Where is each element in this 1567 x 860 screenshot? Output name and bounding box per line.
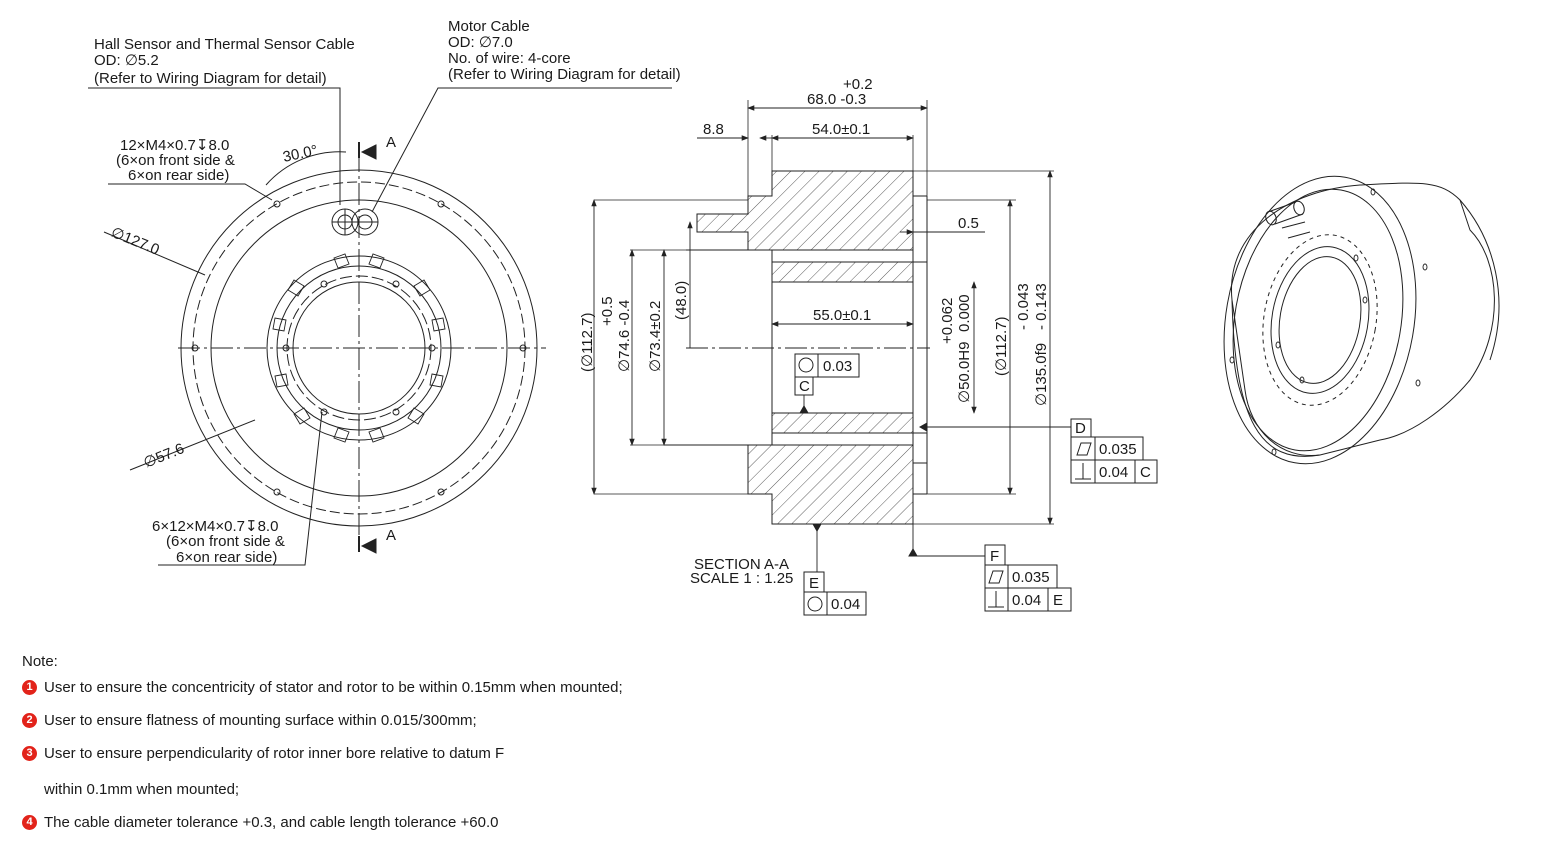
outer-dia-label: ∅127.0: [109, 224, 162, 259]
section-mark-bottom: A: [386, 527, 396, 544]
dim-gap: 0.5: [958, 215, 979, 232]
note-number-badge: 1: [22, 680, 37, 695]
section-view: [591, 100, 1071, 572]
dia-50-tol1: +0.062: [939, 298, 956, 344]
tol-e-value: 0.04: [831, 596, 860, 613]
rotor-ring-bottom: [771, 412, 914, 434]
dia-112-right: (∅112.7): [993, 317, 1010, 376]
section-scale: SCALE 1 : 1.25: [690, 570, 793, 587]
note-text: User to ensure perpendicularity of rotor…: [44, 745, 505, 762]
dia-135-tol1: - 0.043: [1015, 283, 1032, 330]
dim-left: 8.8: [703, 121, 724, 138]
tol-f-ref: E: [1053, 592, 1063, 609]
section-top-body: [696, 170, 914, 251]
hall-cable-ref: (Refer to Wiring Diagram for detail): [94, 70, 327, 87]
note-item: 4 The cable diameter tolerance +0.3, and…: [22, 815, 498, 830]
note-number-badge: 4: [22, 815, 37, 830]
tol-f-perp: 0.04: [1012, 592, 1041, 609]
tol-d-flat: 0.035: [1099, 441, 1137, 458]
rotor-ring-top: [771, 261, 914, 283]
section-title: SECTION A-A: [694, 556, 789, 573]
section-view-labels: +0.2 68.0 -0.3 8.8 54.0±0.1 0.5 55.0±0.1…: [579, 76, 1151, 613]
note-continuation: within 0.1mm when mounted;: [44, 781, 240, 798]
note-item: 3 User to ensure perpendicularity of rot…: [22, 746, 504, 761]
dim-top: 68.0 -0.3: [807, 91, 866, 108]
note-text: User to ensure flatness of mounting surf…: [44, 712, 477, 729]
dia-73: ∅73.4±0.2: [647, 301, 664, 372]
note-text: The cable diameter tolerance +0.3, and c…: [44, 814, 499, 831]
hall-cable-title: Hall Sensor and Thermal Sensor Cable: [94, 36, 355, 53]
dia-50-tol2: 0.000: [956, 294, 973, 332]
motor-cable-ref: (Refer to Wiring Diagram for detail): [448, 66, 681, 83]
iso-body-outline: [1231, 182, 1495, 457]
tol-c-value: 0.03: [823, 358, 852, 375]
motor-cable-title: Motor Cable: [448, 18, 530, 35]
tol-d-ref: C: [1140, 464, 1151, 481]
engineering-drawing: Hall Sensor and Thermal Sensor Cable OD:…: [88, 18, 1500, 616]
front-view: [88, 87, 672, 566]
holes-bottom-line3: 6×on rear side): [176, 549, 277, 566]
inner-dia-label: ∅57.6: [141, 440, 187, 472]
note-item: 2 User to ensure flatness of mounting su…: [22, 713, 477, 728]
angle-label: 30.0°: [281, 142, 319, 166]
dia-135-tol2: - 0.143: [1033, 283, 1050, 330]
dia-74-tol: +0.5: [599, 296, 616, 326]
holes-bottom-line2: (6×on front side &: [166, 533, 285, 550]
dia-48: (48.0): [673, 281, 690, 320]
dia-135: ∅135.0f9: [1033, 343, 1050, 406]
dia-112-left: (∅112.7): [579, 313, 596, 372]
dim-mid: 54.0±0.1: [812, 121, 870, 138]
datum-f: F: [990, 548, 999, 565]
dia-74: ∅74.6 -0.4: [616, 300, 633, 372]
holes-top-line3: 6×on rear side): [128, 167, 229, 184]
motor-cable-wires: No. of wire: 4-core: [448, 50, 571, 67]
holes-bottom-line1: 6×12×M4×0.7↧8.0: [152, 518, 278, 535]
tolerance-frames: [794, 353, 1158, 616]
holes-top-line1: 12×M4×0.7↧8.0: [120, 137, 229, 154]
note-text: User to ensure the concentricity of stat…: [44, 679, 623, 696]
isometric-view: [1223, 175, 1500, 465]
dia-50: ∅50.0H9: [956, 342, 973, 403]
section-bottom-body: [747, 444, 914, 525]
hall-cable-od: OD: ∅5.2: [94, 52, 159, 69]
tol-d-perp: 0.04: [1099, 464, 1128, 481]
dim-inner: 55.0±0.1: [813, 307, 871, 324]
datum-e: E: [809, 575, 819, 592]
front-view-labels: Hall Sensor and Thermal Sensor Cable OD:…: [94, 18, 681, 566]
datum-c: C: [799, 378, 810, 395]
note-number-badge: 2: [22, 713, 37, 728]
section-mark-top: A: [386, 134, 396, 151]
note-item: 1 User to ensure the concentricity of st…: [22, 680, 623, 695]
motor-cable-od: OD: ∅7.0: [448, 34, 513, 51]
notes-title: Note:: [22, 653, 58, 670]
datum-d: D: [1075, 420, 1086, 437]
dim-top-tol: +0.2: [843, 76, 873, 93]
holes-top-line2: (6×on front side &: [116, 152, 235, 169]
note-number-badge: 3: [22, 746, 37, 761]
tol-f-flat: 0.035: [1012, 569, 1050, 586]
